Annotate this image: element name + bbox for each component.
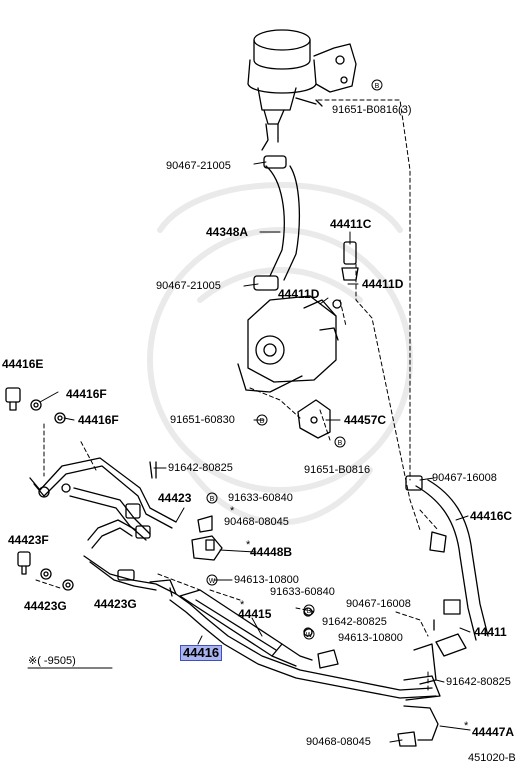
left-fittings <box>5 387 74 591</box>
reservoir-tank <box>247 29 357 151</box>
part-90467-21005-lower[interactable]: 90467-21005 <box>156 280 221 292</box>
svg-text:W: W <box>306 632 313 639</box>
svg-text:B: B <box>307 608 312 615</box>
part-44348a[interactable]: 44348A <box>206 225 249 239</box>
bracket-44457c <box>297 399 331 439</box>
part-44416c[interactable]: 44416C <box>470 509 513 523</box>
part-91651-b0816-3[interactable]: 91651-B0816(3) <box>332 104 412 116</box>
damper-44415 <box>179 589 313 667</box>
part-91651-60830[interactable]: 91651-60830 <box>170 414 235 426</box>
bolt-symbols <box>206 79 383 640</box>
svg-text:B: B <box>375 83 380 90</box>
dashed-leaders <box>35 99 439 691</box>
part-44416-highlighted[interactable]: 44416 <box>180 645 223 661</box>
svg-text:W: W <box>209 578 216 585</box>
return-hose <box>403 475 489 701</box>
bolt-letters: B B B B W B W <box>209 83 380 639</box>
part-44411[interactable]: 44411 <box>474 625 507 639</box>
part-44416f-upper[interactable]: 44416F <box>66 387 107 401</box>
part-44423f[interactable]: 44423F <box>8 533 49 547</box>
part-91633-60840-lower[interactable]: 91633-60840 <box>270 586 335 598</box>
part-44448b[interactable]: 44448B <box>250 545 293 559</box>
part-90467-21005-upper[interactable]: 90467-21005 <box>166 160 231 172</box>
part-44415[interactable]: 44415 <box>238 607 272 621</box>
pressure-lines <box>29 457 437 699</box>
diagram-code: 451020-B <box>468 752 516 764</box>
date-range-note: ※( -9505) <box>28 655 76 667</box>
part-91651-b0816[interactable]: 91651-B0816 <box>304 464 371 476</box>
solid-leaders <box>39 161 471 743</box>
part-44411c[interactable]: 44411C <box>330 217 372 231</box>
part-44423g-right[interactable]: 44423G <box>94 597 137 611</box>
part-90468-08045-upper[interactable]: 90468-08045 <box>224 516 289 528</box>
star-mark-d: * <box>464 720 469 732</box>
part-44416f-lower[interactable]: 44416F <box>78 413 119 427</box>
power-steering-pump <box>237 241 359 393</box>
part-91642-80825-b[interactable]: 91642-80825 <box>322 616 387 628</box>
part-44416e[interactable]: 44416E <box>2 357 44 371</box>
star-mark-b: * <box>246 539 251 551</box>
part-90467-16008-upper[interactable]: 90467-16008 <box>432 472 497 484</box>
part-91642-80825-a[interactable]: 91642-80825 <box>168 462 233 474</box>
clips-brackets <box>149 461 439 747</box>
part-44411d-left[interactable]: 44411D <box>278 287 320 301</box>
part-94613-10800-lower[interactable]: 94613-10800 <box>338 632 403 644</box>
part-90468-08045-lower[interactable]: 90468-08045 <box>306 736 371 748</box>
part-91633-60840-upper[interactable]: 91633-60840 <box>228 492 293 504</box>
star-mark-c: * <box>240 599 245 611</box>
part-44447a[interactable]: 44447A <box>472 725 515 739</box>
svg-text:B: B <box>338 440 343 447</box>
svg-text:B: B <box>210 496 215 503</box>
part-44411d-right[interactable]: 44411D <box>362 277 404 291</box>
part-44423[interactable]: 44423 <box>158 491 192 505</box>
part-44457c[interactable]: 44457C <box>344 413 387 427</box>
part-90467-16008-lower[interactable]: 90467-16008 <box>346 598 411 610</box>
star-mark-a: * <box>230 505 235 517</box>
part-94613-10800-upper[interactable]: 94613-10800 <box>234 574 299 586</box>
part-91642-80825-c[interactable]: 91642-80825 <box>446 676 511 688</box>
svg-text:B: B <box>260 418 265 425</box>
part-44423g-left[interactable]: 44423G <box>24 599 67 613</box>
